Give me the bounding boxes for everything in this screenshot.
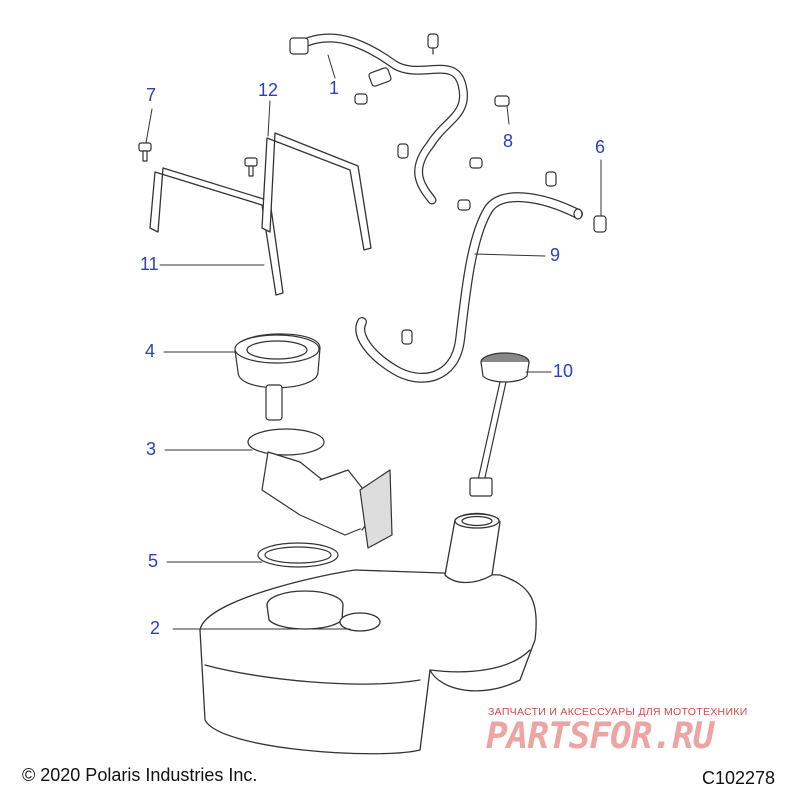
hose-connector — [368, 67, 392, 87]
callout-3: 3 — [146, 439, 157, 459]
clip — [354, 93, 368, 105]
callout-12: 12 — [258, 80, 279, 100]
bolt — [138, 142, 152, 162]
lock-ring — [234, 333, 321, 389]
leader-line — [327, 54, 336, 79]
leader-lines — [145, 54, 602, 630]
clip — [397, 143, 409, 159]
tank-straps — [149, 132, 372, 296]
strap — [261, 132, 372, 251]
fuel-sender — [469, 352, 530, 497]
leader-line — [506, 105, 510, 125]
callout-5: 5 — [148, 551, 159, 571]
callout-1: 1 — [329, 78, 340, 98]
clip — [469, 157, 483, 169]
callout-8: 8 — [503, 131, 514, 151]
bolts — [138, 142, 258, 177]
bolt — [244, 157, 258, 177]
watermark-logo: PARTSFOR.RU — [486, 716, 714, 757]
clip — [494, 95, 510, 107]
leader-line — [145, 108, 153, 144]
fuel-pump-module — [247, 384, 393, 549]
strap — [149, 167, 284, 296]
clip — [457, 199, 471, 211]
callout-9: 9 — [550, 245, 561, 265]
diagram-code: C102278 — [702, 768, 776, 788]
leader-line — [267, 100, 271, 137]
callout-2: 2 — [150, 618, 161, 638]
fuel-tank — [199, 512, 537, 755]
clip — [593, 215, 607, 233]
clip — [427, 33, 439, 55]
tank-seal — [257, 542, 339, 568]
hose-clips — [354, 33, 607, 345]
callout-7: 7 — [146, 85, 157, 105]
callout-11: 11 — [140, 254, 159, 274]
callout-10: 10 — [553, 361, 574, 381]
vent-hose-assembly — [289, 33, 468, 205]
clip — [401, 329, 413, 345]
leader-line — [474, 253, 546, 257]
callout-4: 4 — [145, 341, 156, 361]
clip — [545, 171, 557, 187]
copyright-text: © 2020 Polaris Industries Inc. — [22, 765, 258, 785]
watermark-tagline: ЗАПЧАСТИ И АКСЕССУАРЫ ДЛЯ МОТОТЕХНИКИ — [488, 706, 748, 718]
hose-connector — [289, 37, 309, 55]
callout-6: 6 — [595, 137, 606, 157]
fuel-hose — [355, 192, 583, 383]
